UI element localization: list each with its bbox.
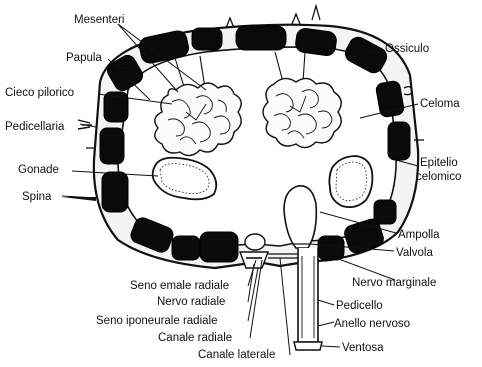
label-epitelio-1: Epitelio (420, 157, 458, 169)
label-papula: Papula (66, 52, 102, 64)
podium (298, 248, 318, 342)
ossicle (318, 236, 344, 260)
label-valvola: Valvola (396, 247, 433, 259)
label-pedicellaria: Pedicellaria (5, 121, 65, 133)
tube-foot (284, 186, 322, 350)
label-gonade: Gonade (18, 164, 59, 176)
label-nervo-radiale: Nervo radiale (157, 296, 225, 308)
label-seno-iponeurale-radiale: Seno iponeurale radiale (96, 315, 217, 327)
papula (312, 6, 320, 20)
label-cieco-pilorico: Cieco pilorico (5, 87, 74, 99)
papula (292, 14, 300, 24)
pyloric-caecum-right (263, 78, 341, 147)
gonad-right (329, 156, 372, 207)
label-epitelio-2: celomico (416, 171, 461, 183)
label-pedicello: Pedicello (336, 300, 383, 312)
label-nervo-marginale: Nervo marginale (352, 277, 436, 289)
label-spina: Spina (22, 191, 52, 203)
label-mesenteri: Mesenteri (74, 14, 125, 26)
label-canale-laterale: Canale laterale (198, 349, 275, 361)
ossicle (374, 200, 396, 224)
label-anello-nervoso: Anello nervoso (334, 318, 410, 330)
ossicle (102, 172, 128, 212)
label-ventosa: Ventosa (342, 342, 384, 354)
label-canale-radiale: Canale radiale (158, 332, 232, 344)
ossicle (200, 232, 238, 262)
coelom-inner (118, 47, 396, 246)
ossicle (192, 28, 222, 50)
ossicle (172, 236, 200, 260)
label-ampolla: Ampolla (398, 229, 440, 241)
sucker (294, 342, 322, 350)
ossicle (388, 122, 410, 160)
label-ossiculo: Ossiculo (385, 43, 429, 55)
label-celoma: Celoma (420, 98, 460, 110)
label-seno-emale-radiale: Seno emale radiale (130, 280, 229, 292)
ossicle (236, 26, 286, 50)
ossicle (100, 128, 124, 164)
